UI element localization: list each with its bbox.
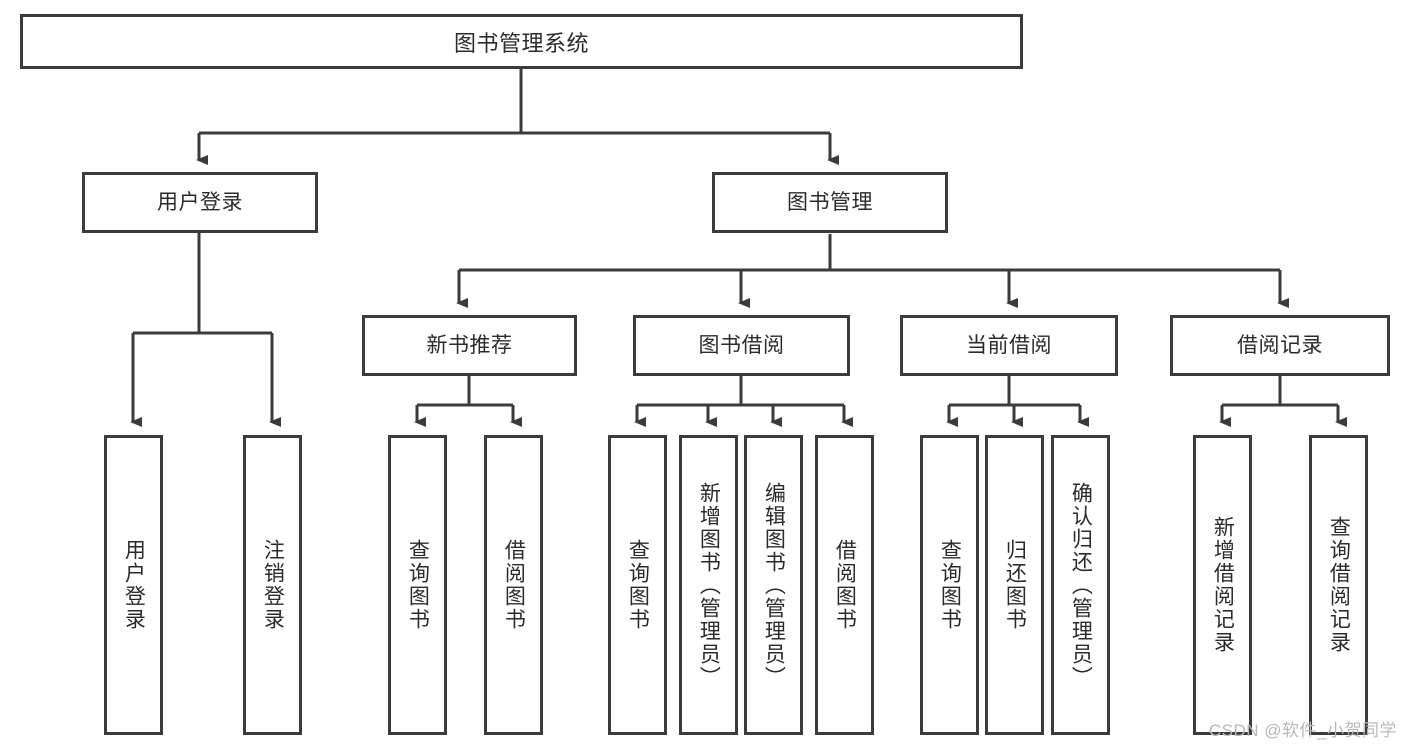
leaf-logout[interactable]: 注销登录 <box>243 435 302 735</box>
leaf-edit-book-admin[interactable]: 编辑图书（管理员） <box>744 435 803 735</box>
node-label: 当前借阅 <box>966 333 1052 357</box>
node-borrow-record[interactable]: 借阅记录 <box>1170 315 1390 376</box>
leaf-return-book[interactable]: 归还图书 <box>985 435 1044 735</box>
node-label: 图书借阅 <box>698 333 785 357</box>
node-label: 查询图书 <box>406 539 430 631</box>
watermark-text: CSDN @软件_小贺同学 <box>1208 721 1397 740</box>
node-label: 新增图书（管理员） <box>697 481 721 689</box>
leaf-borrow-book-recommend[interactable]: 借阅图书 <box>484 435 543 735</box>
node-current-borrow[interactable]: 当前借阅 <box>900 315 1118 376</box>
leaf-add-borrow-record[interactable]: 新增借阅记录 <box>1193 435 1252 735</box>
node-label: 注销登录 <box>261 539 285 631</box>
node-label: 借阅图书 <box>502 539 526 631</box>
leaf-borrow-book[interactable]: 借阅图书 <box>815 435 874 735</box>
node-new-book-recommend[interactable]: 新书推荐 <box>362 315 577 376</box>
leaf-query-borrow-record[interactable]: 查询借阅记录 <box>1309 435 1368 735</box>
node-label: 查询图书 <box>938 539 962 631</box>
node-label: 用户登录 <box>157 190 243 214</box>
node-label: 新增借阅记录 <box>1211 516 1235 654</box>
node-label: 图书管理 <box>787 190 873 214</box>
leaf-confirm-return-admin[interactable]: 确认归还（管理员） <box>1051 435 1110 735</box>
node-label: 图书管理系统 <box>453 30 589 56</box>
node-label: 编辑图书（管理员） <box>762 481 786 689</box>
node-label: 查询借阅记录 <box>1327 516 1351 654</box>
leaf-query-book-borrow[interactable]: 查询图书 <box>608 435 667 735</box>
leaf-query-book-recommend[interactable]: 查询图书 <box>388 435 447 735</box>
node-label: 借阅记录 <box>1237 333 1323 357</box>
node-user-login[interactable]: 用户登录 <box>82 172 318 233</box>
node-label: 查询图书 <box>626 539 650 631</box>
node-label: 归还图书 <box>1003 539 1027 631</box>
node-label: 用户登录 <box>122 539 146 631</box>
node-root-system[interactable]: 图书管理系统 <box>20 14 1023 69</box>
node-book-management[interactable]: 图书管理 <box>712 172 948 233</box>
node-book-borrow[interactable]: 图书借阅 <box>633 315 850 376</box>
node-label: 确认归还（管理员） <box>1069 481 1093 689</box>
leaf-add-book-admin[interactable]: 新增图书（管理员） <box>679 435 738 735</box>
node-label: 借阅图书 <box>833 539 857 631</box>
leaf-user-login[interactable]: 用户登录 <box>104 435 163 735</box>
leaf-query-book-current[interactable]: 查询图书 <box>920 435 979 735</box>
node-label: 新书推荐 <box>426 333 513 357</box>
